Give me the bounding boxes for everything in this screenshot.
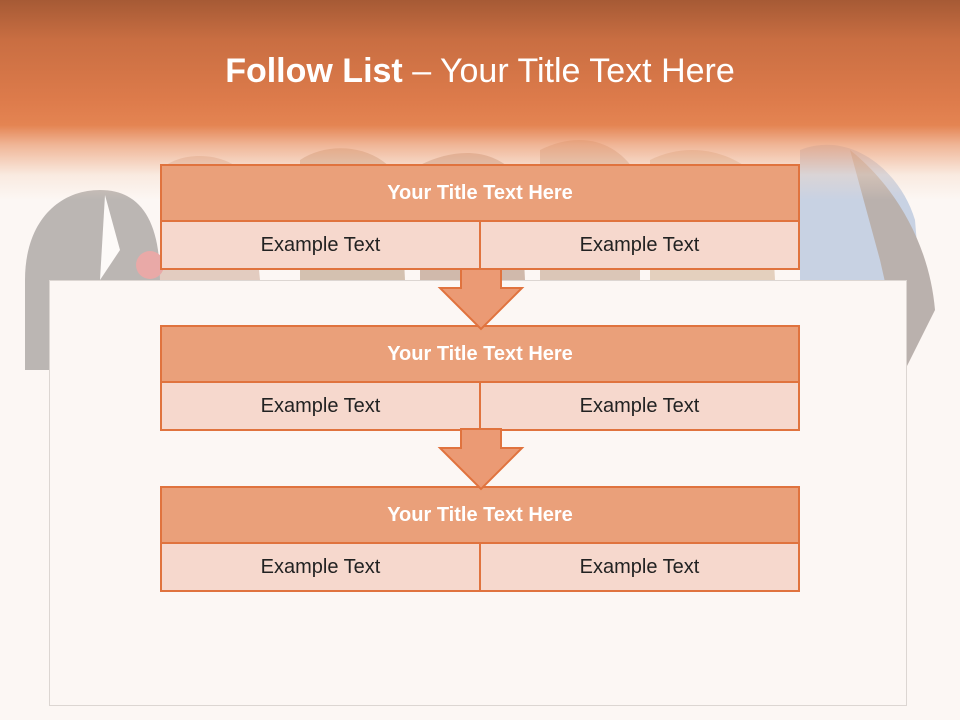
block-cell-left: Example Text [162,544,479,590]
slide-title: Follow List – Your Title Text Here [0,52,960,91]
down-arrow-icon [437,428,525,491]
block-title: Your Title Text Here [162,166,798,220]
block-title: Your Title Text Here [162,327,798,381]
block-cell-right: Example Text [481,544,798,590]
list-block-2: Your Title Text Here Example Text Exampl… [160,325,800,431]
block-cell-left: Example Text [162,222,479,268]
title-rest: – Your Title Text Here [412,52,735,90]
block-cell-left: Example Text [162,383,479,429]
list-block-3: Your Title Text Here Example Text Exampl… [160,486,800,592]
block-title: Your Title Text Here [162,488,798,542]
title-bold: Follow List [225,52,403,90]
down-arrow-icon [437,268,525,331]
block-cell-right: Example Text [481,383,798,429]
list-block-1: Your Title Text Here Example Text Exampl… [160,164,800,270]
block-cell-right: Example Text [481,222,798,268]
